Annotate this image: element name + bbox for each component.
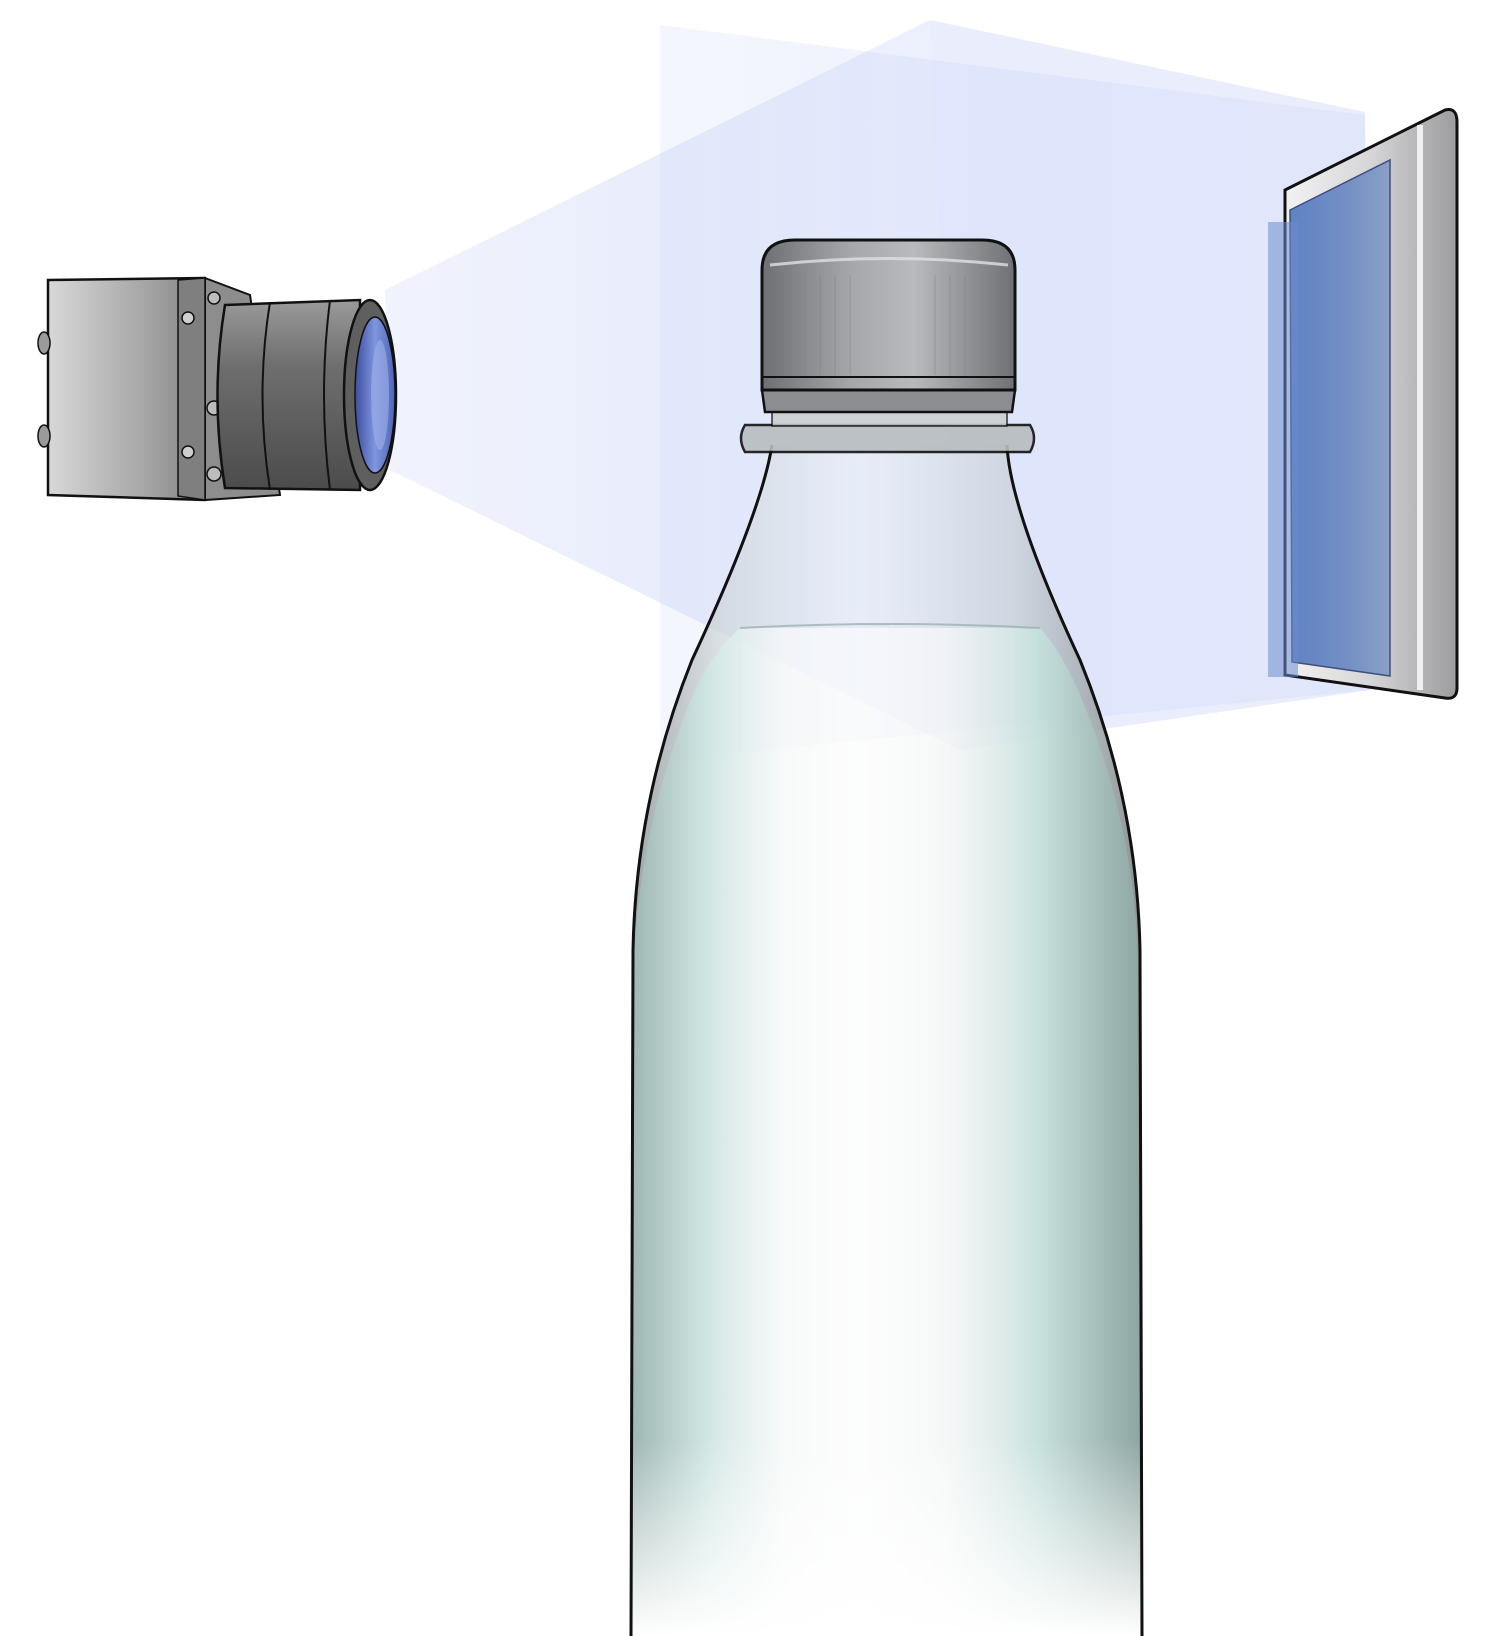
bottle-cap: [762, 240, 1015, 412]
connector-icon: [38, 332, 50, 354]
camera-lens: [218, 300, 397, 490]
screw-icon: [208, 292, 220, 304]
backlight-panel: [1268, 110, 1457, 699]
camera: [38, 278, 396, 500]
connector-icon: [38, 425, 50, 447]
screw-icon: [182, 312, 194, 324]
bottle-neck: [741, 410, 1034, 452]
screw-icon: [207, 467, 221, 481]
screw-icon: [182, 446, 194, 458]
